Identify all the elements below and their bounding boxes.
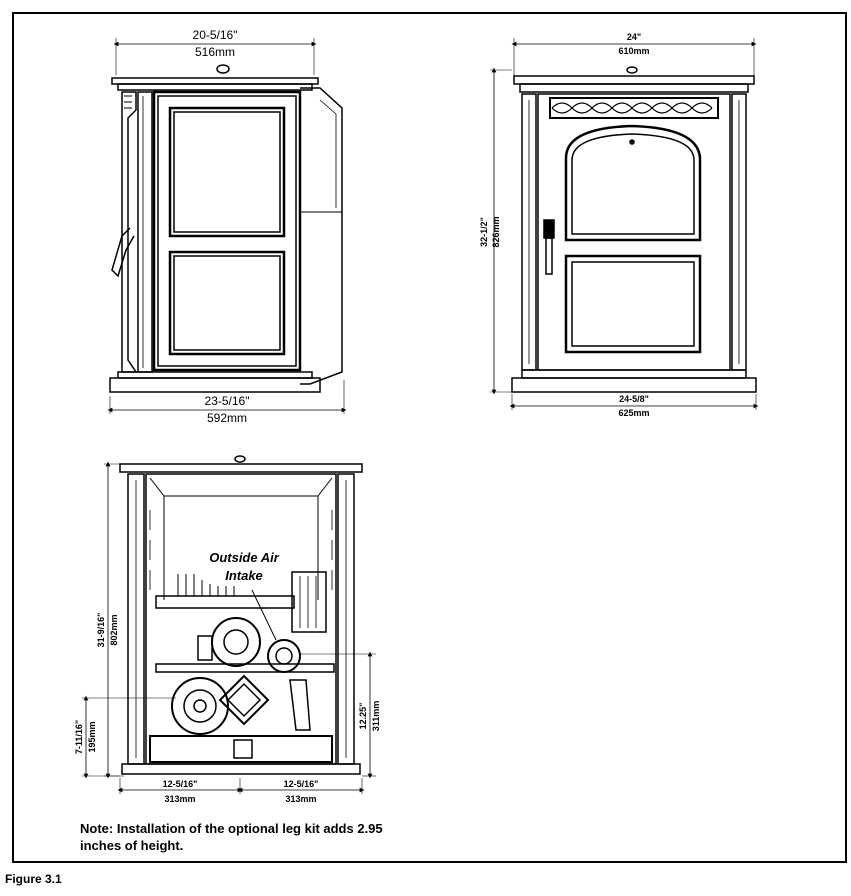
rear-low-height-in: 7-11/16" xyxy=(74,720,84,754)
rear-low-height-mm: 195mm xyxy=(87,721,97,752)
outside-air-label-line1: Outside Air xyxy=(209,550,280,565)
outside-air-label-line2: Intake xyxy=(225,568,263,583)
rear-left-width-in: 12-5/16" xyxy=(163,779,198,789)
rear-intake-height-in: 12.25" xyxy=(358,703,368,730)
front-top-width-mm: 610mm xyxy=(618,46,649,56)
rear-right-width-mm: 313mm xyxy=(285,794,316,804)
side-base-width-in: 23-5/16" xyxy=(205,394,250,408)
side-base-width-mm: 592mm xyxy=(207,411,247,425)
side-top-width-in: 20-5/16" xyxy=(193,28,238,42)
rear-intake-height-mm: 311mm xyxy=(371,701,381,732)
rear-height-mm: 802mm xyxy=(109,614,119,645)
figure-frame xyxy=(12,12,847,863)
leg-kit-note: Note: Installation of the optional leg k… xyxy=(80,821,383,853)
front-top-width-in: 24" xyxy=(627,32,641,42)
rear-view xyxy=(82,455,376,794)
figure-caption: Figure 3.1 xyxy=(5,872,62,886)
side-top-width-mm: 516mm xyxy=(195,45,235,59)
front-view xyxy=(490,38,759,410)
rear-right-width-in: 12-5/16" xyxy=(284,779,319,789)
side-view xyxy=(107,38,347,414)
front-base-width-mm: 625mm xyxy=(618,408,649,418)
front-base-width-in: 24-5/8" xyxy=(619,394,649,404)
front-height-mm: 826mm xyxy=(491,216,501,247)
rear-height-in: 31-9/16" xyxy=(96,613,106,648)
front-height-in: 32-1/2" xyxy=(479,217,489,247)
rear-left-width-mm: 313mm xyxy=(164,794,195,804)
